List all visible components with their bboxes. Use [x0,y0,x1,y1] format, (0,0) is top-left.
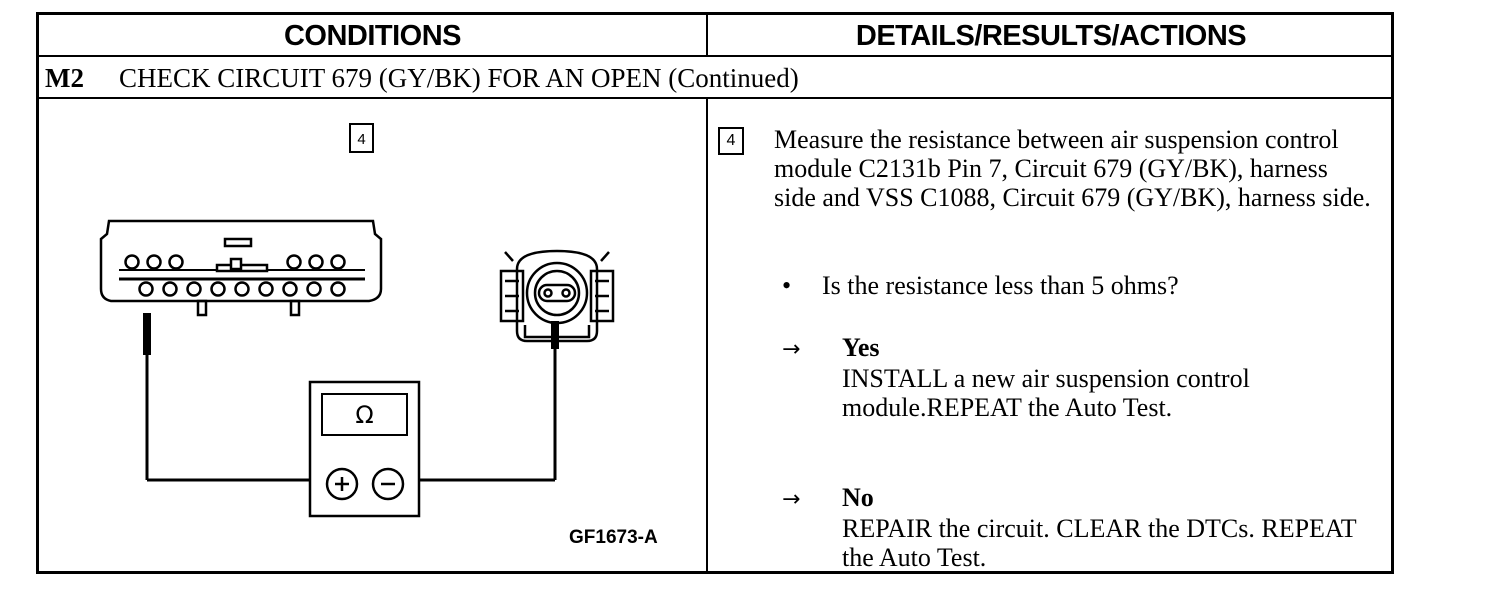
question-text: Is the resistance less than 5 ohms? [822,271,1179,300]
circuit-diagram: 4 [99,123,615,518]
details-panel: 4 Measure the resistance between air sus… [708,99,1394,574]
header-row: CONDITIONS DETAILS/RESULTS/ACTIONS [39,15,1391,57]
diagram-step-number: 4 [357,131,365,148]
details-step-box: 4 [718,127,744,155]
conditions-header: CONDITIONS [283,20,462,52]
ohmmeter-icon: Ω [308,380,421,518]
conditions-diagram: 4 [39,99,706,574]
vss-probe-icon [419,321,559,482]
diagram-step-box [349,123,374,153]
yes-action-text: INSTALL a new air suspension control mod… [842,364,1250,422]
module-probe-icon [143,313,321,482]
diagnostic-table: CONDITIONS DETAILS/RESULTS/ACTIONS M2 CH… [36,12,1394,574]
details-header: DETAILS/RESULTS/ACTIONS [855,20,1247,52]
column-divider [706,99,708,574]
no-label: No [842,483,874,512]
figure-id: GF1673-A [569,527,658,548]
instruction-text: Measure the resistance between air suspe… [774,125,1371,212]
yes-label: Yes [842,333,880,362]
module-connector-icon [99,219,383,317]
no-action-text: REPAIR the circuit. CLEAR the DTCs. REPE… [842,514,1357,572]
yes-arrow-icon: → [782,337,801,362]
step-title: CHECK CIRCUIT 679 (GY/BK) FOR AN OPEN (C… [119,63,799,93]
step-title-row: M2 CHECK CIRCUIT 679 (GY/BK) FOR AN OPEN… [39,57,1391,99]
no-arrow-icon: → [782,487,801,512]
bullet: • [782,271,792,300]
ohm-symbol: Ω [355,401,373,429]
step-code: M2 [45,63,84,93]
column-divider [706,15,708,57]
